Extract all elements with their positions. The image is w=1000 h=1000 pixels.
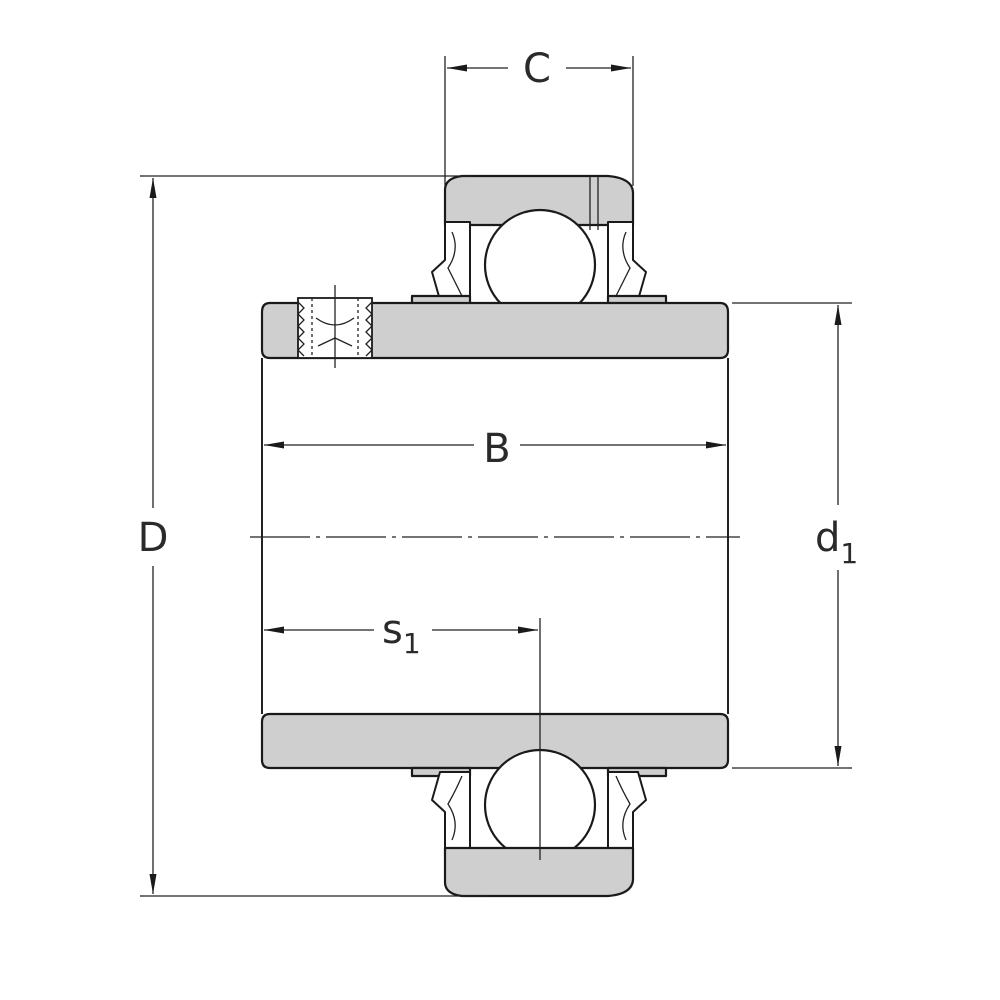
seal-bottom-right <box>606 766 668 851</box>
dimension-B-label: B <box>483 426 510 472</box>
dimension-B: B <box>264 426 726 472</box>
outer-ring-top <box>443 174 635 230</box>
inner-ring-bottom <box>260 712 730 770</box>
dimension-D-label: D <box>138 515 169 561</box>
outer-ring-bottom <box>443 846 635 898</box>
dimension-d1-label: d1 <box>815 515 858 570</box>
seal-top-left <box>410 221 472 306</box>
inner-ring-top <box>260 301 730 360</box>
dimension-s1: s1 <box>264 607 538 660</box>
seal-top-right <box>606 221 668 306</box>
set-screw <box>297 285 373 368</box>
dimension-s1-label: s1 <box>382 607 421 660</box>
seal-bottom-left <box>410 766 472 851</box>
dimension-C-label: C <box>523 46 551 92</box>
dimension-d1: d1 <box>732 302 858 769</box>
dimension-D: D <box>138 175 488 897</box>
dimension-C: C <box>444 46 634 186</box>
